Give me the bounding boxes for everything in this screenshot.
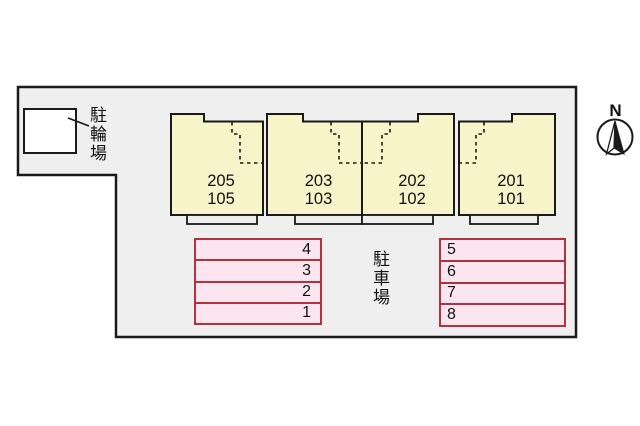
unit-upper-number: 201 — [497, 172, 525, 190]
unit-label-202-102: 202 102 — [366, 172, 458, 208]
north-compass-icon — [596, 118, 634, 156]
entry-path-dashed-203 — [330, 122, 362, 164]
unit-lower-number: 103 — [304, 190, 333, 208]
unit-outline-205 — [170, 113, 264, 216]
porch-unit-205 — [186, 214, 258, 225]
unit-upper-number: 205 — [207, 172, 235, 190]
parking-lot-label: 駐車場 — [370, 250, 389, 307]
porch-unit-202 — [361, 214, 434, 225]
parking-space-3: 3 — [196, 261, 320, 283]
bicycle-parking-leader-line — [67, 117, 90, 127]
parking-space-7: 7 — [441, 284, 564, 306]
unit-lower-number: 101 — [497, 190, 525, 208]
parking-space-2: 2 — [196, 283, 320, 304]
entry-path-dashed-202 — [362, 122, 391, 164]
parking-block-right: 5 6 7 8 — [439, 238, 566, 327]
parking-space-4: 4 — [196, 240, 320, 262]
unit-lower-number: 102 — [398, 190, 426, 208]
bicycle-parking-label: 駐輪場 — [87, 106, 106, 163]
unit-upper-number: 202 — [398, 172, 426, 190]
unit-label-203-103: 203 103 — [271, 172, 366, 208]
parking-space-1: 1 — [302, 304, 311, 322]
parking-space-8: 8 — [447, 306, 456, 324]
compass-north-label: N — [609, 101, 622, 120]
parking-space-5: 5 — [441, 240, 564, 262]
unit-outline-201 — [458, 113, 556, 216]
entry-path-dashed-201 — [459, 122, 485, 164]
porch-unit-201 — [469, 214, 539, 225]
unit-upper-number: 203 — [304, 172, 333, 190]
bicycle-parking-area — [23, 108, 77, 154]
entry-path-dashed-205 — [231, 122, 263, 164]
parking-block-left: 4 3 2 1 — [194, 238, 322, 325]
unit-lower-number: 105 — [207, 190, 235, 208]
porch-unit-203 — [294, 214, 363, 225]
unit-label-201-101: 201 101 — [463, 172, 559, 208]
unit-label-205-105: 205 105 — [175, 172, 267, 208]
parking-space-6: 6 — [441, 262, 564, 284]
